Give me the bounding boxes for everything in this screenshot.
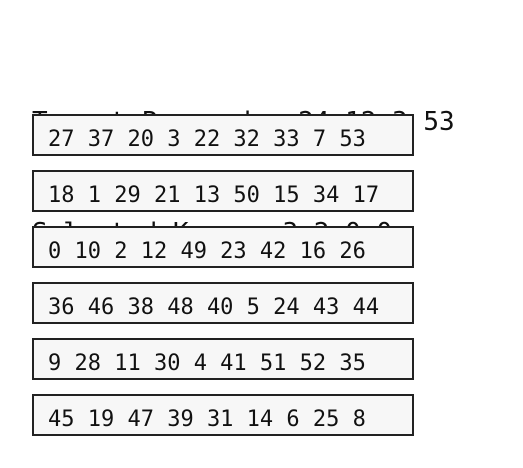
- key-row-1[interactable]: 27 37 20 3 22 32 33 7 53: [32, 114, 414, 156]
- key-row-4-numbers: 36 46 38 48 40 5 24 43 44: [48, 295, 380, 320]
- key-row-6-numbers: 45 19 47 39 31 14 6 25 8: [48, 407, 366, 432]
- key-row-1-numbers: 27 37 20 3 22 32 33 7 53: [48, 127, 366, 152]
- key-rows-panel: 27 37 20 3 22 32 33 7 53 18 1 29 21 13 5…: [32, 114, 414, 450]
- key-row-5[interactable]: 9 28 11 30 4 41 51 52 35: [32, 338, 414, 380]
- key-row-2-numbers: 18 1 29 21 13 50 15 34 17: [48, 183, 380, 208]
- key-row-3[interactable]: 0 10 2 12 49 23 42 16 26: [32, 226, 414, 268]
- key-row-2[interactable]: 18 1 29 21 13 50 15 34 17: [32, 170, 414, 212]
- key-row-5-numbers: 9 28 11 30 4 41 51 52 35: [48, 351, 366, 376]
- key-row-6[interactable]: 45 19 47 39 31 14 6 25 8: [32, 394, 414, 436]
- key-row-4[interactable]: 36 46 38 48 40 5 24 43 44: [32, 282, 414, 324]
- key-row-3-numbers: 0 10 2 12 49 23 42 16 26: [48, 239, 366, 264]
